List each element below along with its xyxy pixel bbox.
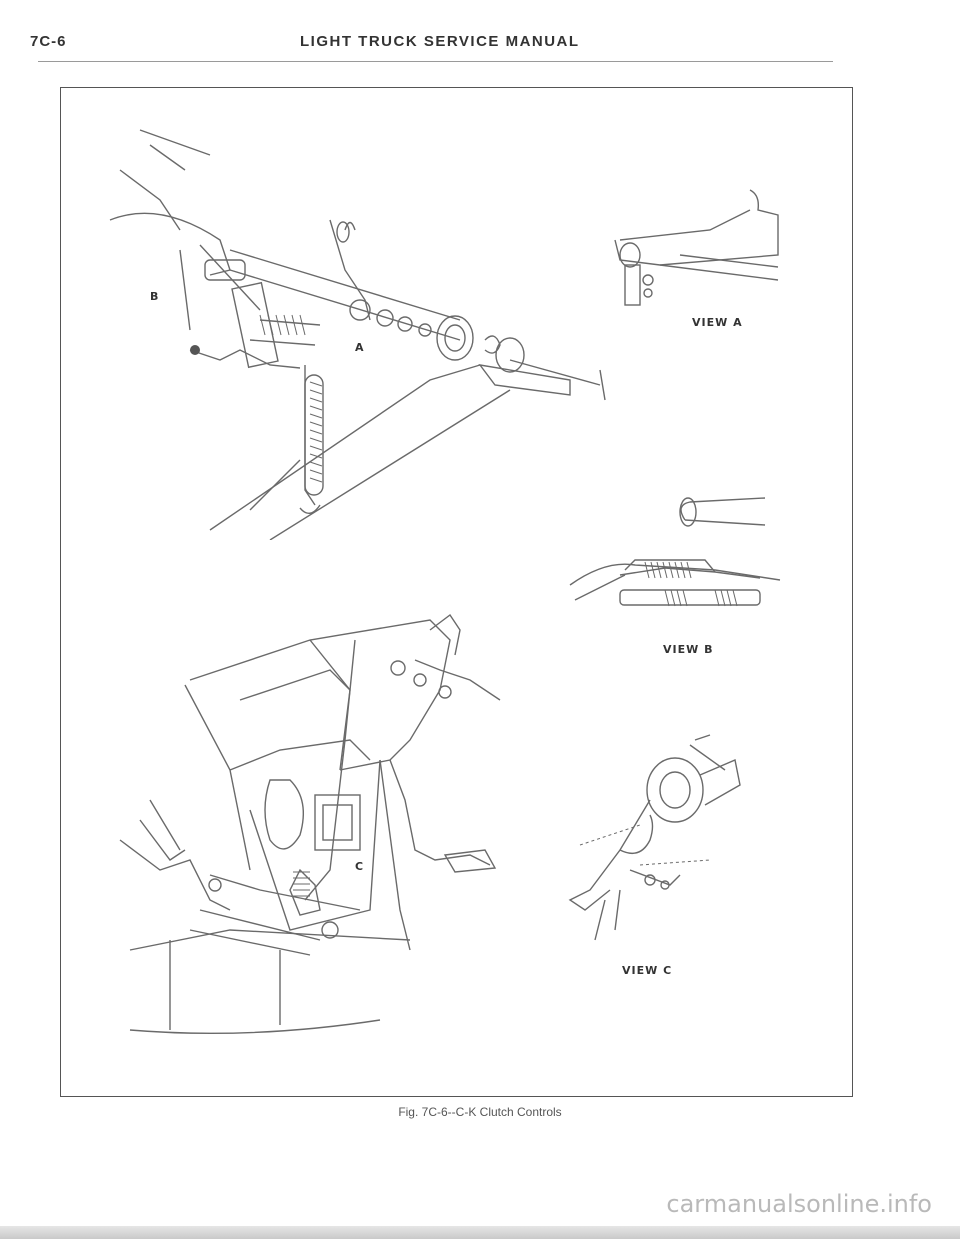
view-c-illustration bbox=[568, 734, 741, 941]
view-b-label: VIEW B bbox=[663, 643, 714, 656]
view-b-illustration bbox=[569, 497, 781, 607]
view-c-label: VIEW C bbox=[622, 964, 673, 977]
figure-frame bbox=[60, 87, 853, 1097]
callout-c: C bbox=[355, 860, 364, 873]
figure-caption: Fig. 7C-6--C-K Clutch Controls bbox=[398, 1105, 562, 1119]
pedal-assembly-illustration bbox=[119, 613, 501, 1035]
bottom-shade bbox=[0, 1226, 960, 1239]
header-rule bbox=[38, 61, 833, 62]
watermark: carmanualsonline.info bbox=[666, 1190, 932, 1218]
clutch-linkage-illustration bbox=[109, 129, 606, 540]
view-a-illustration bbox=[614, 189, 779, 306]
page-number: 7C-6 bbox=[30, 33, 67, 50]
callout-b: B bbox=[150, 290, 159, 303]
view-a-label: VIEW A bbox=[692, 316, 743, 329]
running-title: LIGHT TRUCK SERVICE MANUAL bbox=[300, 33, 580, 50]
callout-a: A bbox=[355, 341, 364, 354]
